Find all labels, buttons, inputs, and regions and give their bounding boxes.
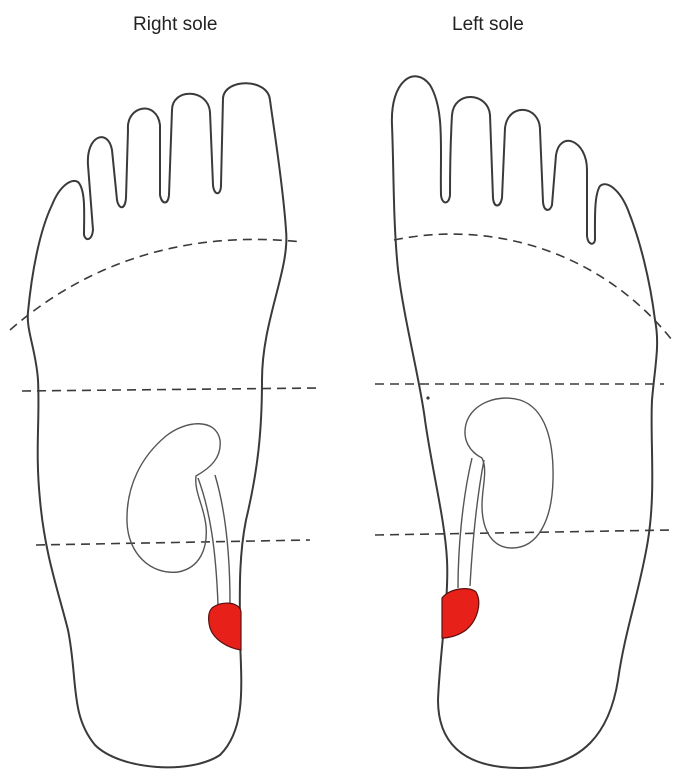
left-toe-line [394, 234, 672, 340]
left-bladder-point [442, 589, 479, 638]
left-sole-dot [426, 396, 429, 399]
left-lower-line [375, 530, 674, 535]
right-kidney [127, 424, 220, 573]
left-ureter-outer [470, 460, 484, 586]
right-toe-line [10, 239, 302, 330]
right-sole-outline [28, 83, 287, 767]
right-lower-line [36, 540, 310, 545]
left-sole [375, 76, 674, 768]
right-upper-line [22, 388, 318, 391]
right-bladder-point [209, 603, 241, 650]
left-ureter [458, 458, 472, 588]
left-sole-outline [392, 76, 657, 768]
left-kidney [465, 398, 553, 548]
right-sole [10, 83, 318, 767]
